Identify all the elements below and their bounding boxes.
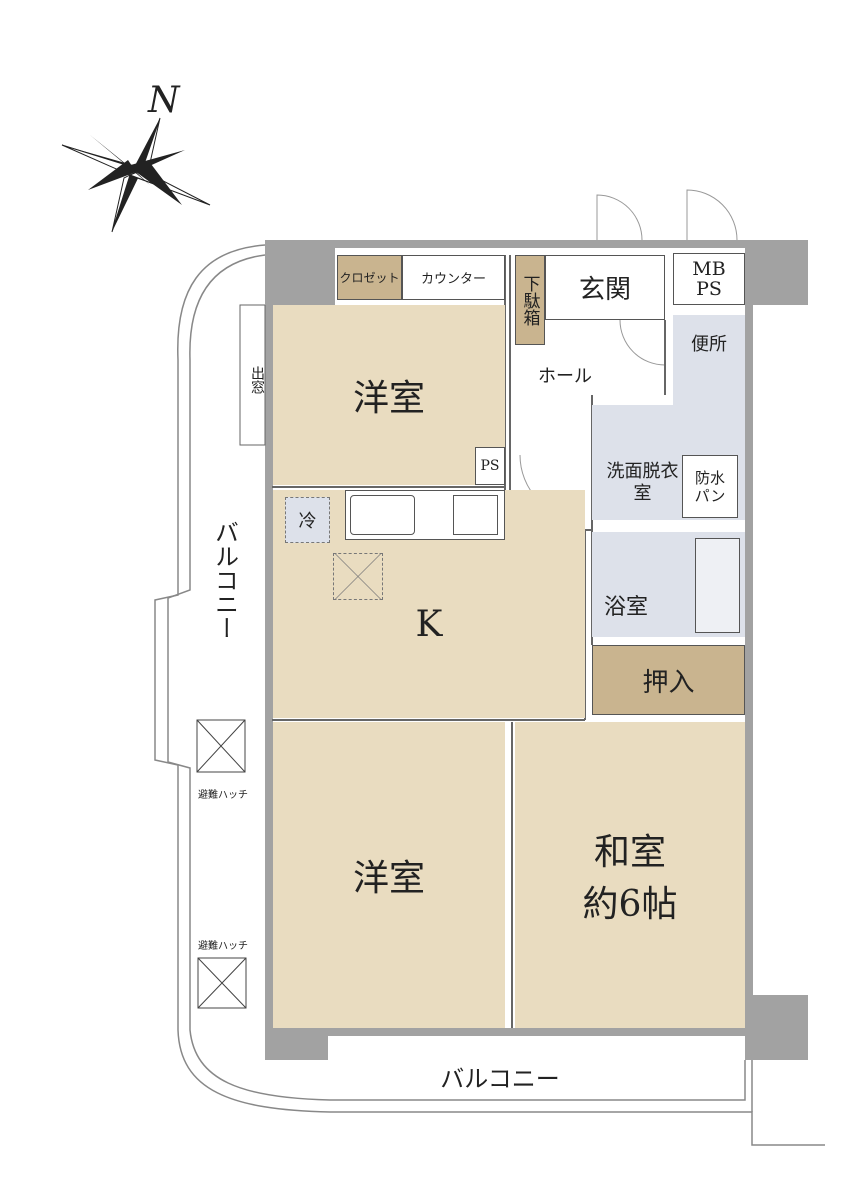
hatch-label-1: 避難ハッチ: [198, 789, 248, 801]
entrance-door: [686, 189, 738, 241]
hatch-icons: [196, 719, 247, 1009]
fridge: 冷: [285, 497, 330, 543]
western-room-top: 洋室: [273, 305, 505, 485]
shoe-box: 下駄箱: [515, 255, 545, 345]
counter: カウンター: [402, 255, 505, 300]
stove-icon: [453, 495, 498, 535]
japanese-room: 和室 約6帖: [515, 722, 745, 1028]
ps-label: PS: [475, 447, 505, 485]
ceiling-hatch-icon: [333, 553, 383, 600]
bay-window: 出窓: [249, 366, 265, 394]
balcony-outline: [154, 244, 825, 1146]
balcony-west: バルコニー: [210, 520, 239, 640]
sink-icon: [350, 495, 415, 535]
japanese-room-size: 約6帖: [582, 884, 678, 925]
oshiire: 押入: [592, 645, 745, 715]
western-room-bottom: 洋室: [273, 722, 505, 1028]
hatch-label-2: 避難ハッチ: [198, 940, 248, 952]
closet: クロゼット: [337, 255, 402, 300]
compass-icon: [61, 117, 211, 233]
kitchen-counter: [345, 490, 505, 540]
balcony-south: バルコニー: [440, 1064, 560, 1093]
bathtub-icon: [695, 538, 740, 633]
mb-ps: MB PS: [673, 253, 745, 305]
entrance: 玄関: [545, 255, 665, 320]
waterproof-pan: 防水パン: [682, 455, 738, 518]
compass-north-label: N: [148, 80, 180, 121]
japanese-room-label: 和室: [593, 832, 666, 873]
hall: ホール: [538, 366, 592, 387]
